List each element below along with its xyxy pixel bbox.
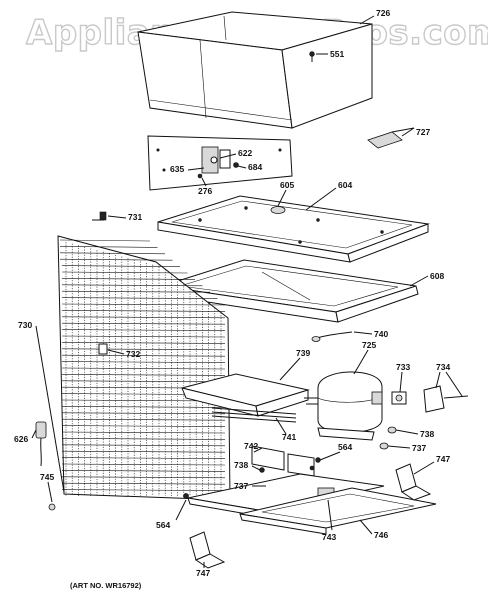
- callout-747-bottom: 747: [196, 568, 210, 578]
- callout-737-top: 737: [412, 443, 426, 453]
- callout-635: 635: [170, 164, 184, 174]
- callout-276: 276: [198, 186, 212, 196]
- part-551-screw[interactable]: [309, 51, 315, 62]
- callout-743: 743: [322, 532, 336, 542]
- part-737-grommet[interactable]: [379, 442, 389, 450]
- callout-626: 626: [14, 434, 28, 444]
- part-604-evaporator-tray[interactable]: [157, 195, 430, 263]
- callout-622: 622: [238, 148, 252, 158]
- art-number: (ART NO. WR16792): [70, 581, 142, 590]
- part-564-bolt[interactable]: [183, 457, 321, 499]
- part-747-bracket-left[interactable]: [189, 531, 226, 569]
- part-738-bolt[interactable]: [259, 467, 265, 473]
- callout-741: 741: [282, 432, 296, 442]
- callout-608: 608: [430, 271, 444, 281]
- part-745-spacer[interactable]: [48, 503, 56, 511]
- callout-742: 742: [244, 441, 258, 451]
- control-panel[interactable]: [147, 135, 293, 191]
- part-747-bracket-right[interactable]: [395, 463, 432, 501]
- callout-604: 604: [338, 180, 352, 190]
- part-739-drain-tray[interactable]: [181, 373, 310, 417]
- part-605-cap[interactable]: [270, 206, 286, 214]
- callout-734: 734: [436, 362, 450, 372]
- part-734-overload[interactable]: [423, 385, 469, 413]
- callout-727: 727: [416, 127, 430, 137]
- callout-738-mid: 738: [234, 460, 248, 470]
- part-731-clip[interactable]: [92, 211, 107, 221]
- callout-737-mid: 737: [234, 481, 248, 491]
- callout-746: 746: [374, 530, 388, 540]
- part-626-power-cord[interactable]: [35, 421, 47, 467]
- part-741-tubing[interactable]: [211, 407, 297, 423]
- callout-labels: 726 551 727 622 635 684 276 605 604 731 …: [14, 8, 450, 578]
- callout-684: 684: [248, 162, 262, 172]
- callout-725: 725: [362, 340, 376, 350]
- callout-747-right: 747: [436, 454, 450, 464]
- callout-745: 745: [40, 472, 54, 482]
- callout-726: 726: [376, 8, 390, 18]
- callout-730: 730: [18, 320, 32, 330]
- part-740-sensor[interactable]: [311, 331, 353, 342]
- part-738-grommet[interactable]: [387, 426, 397, 434]
- part-725-compressor[interactable]: [304, 371, 383, 441]
- part-746-base-plate[interactable]: [239, 487, 437, 535]
- callout-738-top: 738: [420, 429, 434, 439]
- part-726-cabinet-top[interactable]: [137, 11, 373, 129]
- part-727-bracket[interactable]: [367, 127, 415, 149]
- part-608-drain-pan[interactable]: [161, 259, 419, 323]
- leader-lines: [31, 15, 463, 568]
- callout-564-left: 564: [156, 520, 170, 530]
- callout-564-top: 564: [338, 442, 352, 452]
- callout-551: 551: [330, 49, 344, 59]
- callout-740: 740: [374, 329, 388, 339]
- callout-732: 732: [126, 349, 140, 359]
- callout-733: 733: [396, 362, 410, 372]
- part-732-clip[interactable]: [98, 343, 108, 355]
- callout-739: 739: [296, 348, 310, 358]
- condenser-coil-tubes: [59, 239, 226, 491]
- part-742-mount-bracket[interactable]: [251, 445, 315, 477]
- part-733-relay[interactable]: [391, 391, 407, 405]
- callout-731: 731: [128, 212, 142, 222]
- callout-605: 605: [280, 180, 294, 190]
